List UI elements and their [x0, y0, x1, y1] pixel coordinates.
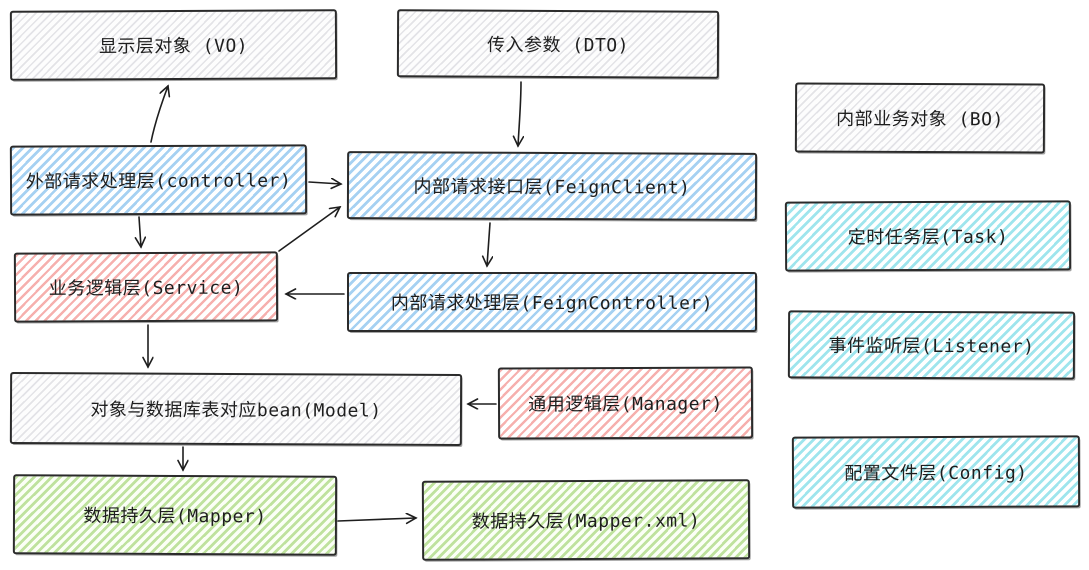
node-mapper-xml: 数据持久层(Mapper.xml) [421, 479, 751, 561]
node-dto: 传入参数 (DTO) [396, 9, 720, 79]
node-feign-client: 内部请求接口层(FeignClient) [346, 151, 758, 221]
node-vo: 显示层对象 (VO) [9, 9, 338, 81]
arrow-controller-to-vo [150, 86, 168, 143]
arrow-controller-to-service [139, 216, 141, 247]
node-config: 配置文件层(Config) [791, 435, 1081, 509]
node-service: 业务逻辑层(Service) [13, 251, 279, 323]
arrow-dto-to-feignclient [518, 81, 521, 146]
node-mapper: 数据持久层(Mapper) [12, 474, 338, 556]
node-manager: 通用逻辑层(Manager) [497, 366, 754, 440]
node-model: 对象与数据库表对应bean(Model) [9, 372, 463, 446]
arrow-mapper-to-mapperxml [337, 518, 416, 521]
arrow-controller-to-feignclient [308, 182, 341, 184]
node-feign-controller: 内部请求处理层(FeignController) [347, 272, 757, 332]
node-bo: 内部业务对象 (BO) [794, 82, 1046, 154]
arrow-feignclient-to-feigncontroller [487, 222, 490, 266]
node-task: 定时任务层(Task) [784, 200, 1072, 272]
node-listener: 事件监听层(Listener) [787, 310, 1076, 380]
node-controller: 外部请求处理层(controller) [9, 144, 308, 216]
